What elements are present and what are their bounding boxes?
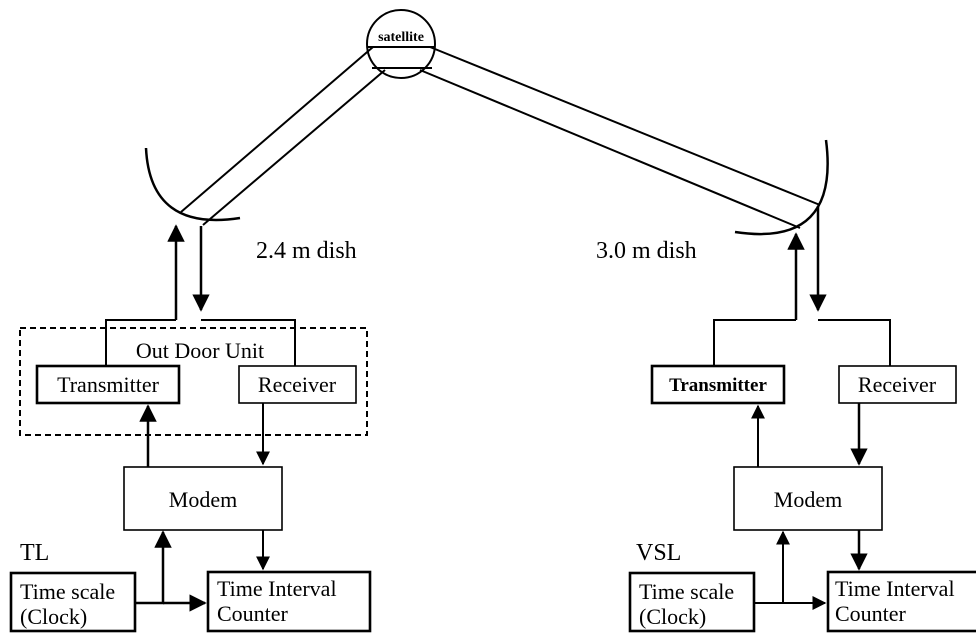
left-odu-rx-feed xyxy=(201,319,296,366)
left-receiver-box xyxy=(238,365,357,404)
left-receiver-label: Receiver xyxy=(258,372,337,397)
right-modem-label: Modem xyxy=(774,487,842,512)
uplink-beam-right xyxy=(419,46,821,229)
left-odu-tx-feed xyxy=(105,319,176,366)
right-transmitter-box xyxy=(650,364,786,405)
right-tic-label-1: Time Interval xyxy=(835,576,955,601)
right-tx-feed xyxy=(713,319,796,366)
satellite-label: satellite xyxy=(378,30,424,45)
left-site-label: TL xyxy=(20,540,49,566)
right-receiver-box xyxy=(838,365,957,404)
left-dish-icon xyxy=(144,147,241,222)
right-tic-label-2: Counter xyxy=(835,601,907,626)
uplink-beam-left xyxy=(180,46,386,226)
right-tic-box xyxy=(826,570,976,633)
left-tic-label-2: Counter xyxy=(217,601,289,626)
right-receiver-label: Receiver xyxy=(858,372,937,397)
right-clock-to-modem-line xyxy=(754,530,790,604)
right-dish-icon xyxy=(734,139,829,236)
left-odu-label: Out Door Unit xyxy=(136,338,264,363)
left-odu-dashed-box xyxy=(19,327,368,436)
left-transmitter-label: Transmitter xyxy=(57,372,160,397)
left-dish-label: 2.4 m dish xyxy=(256,238,357,264)
left-transmitter-box xyxy=(35,364,181,405)
left-modem-label: Modem xyxy=(169,487,237,512)
left-tic-box xyxy=(206,570,372,633)
right-rx-feed xyxy=(818,319,891,366)
left-clock-label-1: Time scale xyxy=(20,579,115,604)
left-tic-label-1: Time Interval xyxy=(217,576,337,601)
right-dish-label: 3.0 m dish xyxy=(596,238,697,264)
left-clock-label-2: (Clock) xyxy=(20,604,87,629)
right-clock-label-1: Time scale xyxy=(639,579,734,604)
left-clock-box xyxy=(9,571,137,633)
right-site-label: VSL xyxy=(636,540,681,566)
satellite-circle xyxy=(366,9,436,79)
left-clock-to-modem-line xyxy=(135,530,172,605)
left-modem-box xyxy=(123,466,283,531)
right-modem-box xyxy=(733,466,883,531)
right-transmitter-label: Transmitter xyxy=(669,375,767,396)
right-clock-label-2: (Clock) xyxy=(639,604,706,629)
satellite-node: satellite xyxy=(366,9,436,79)
right-clock-box xyxy=(628,571,756,633)
